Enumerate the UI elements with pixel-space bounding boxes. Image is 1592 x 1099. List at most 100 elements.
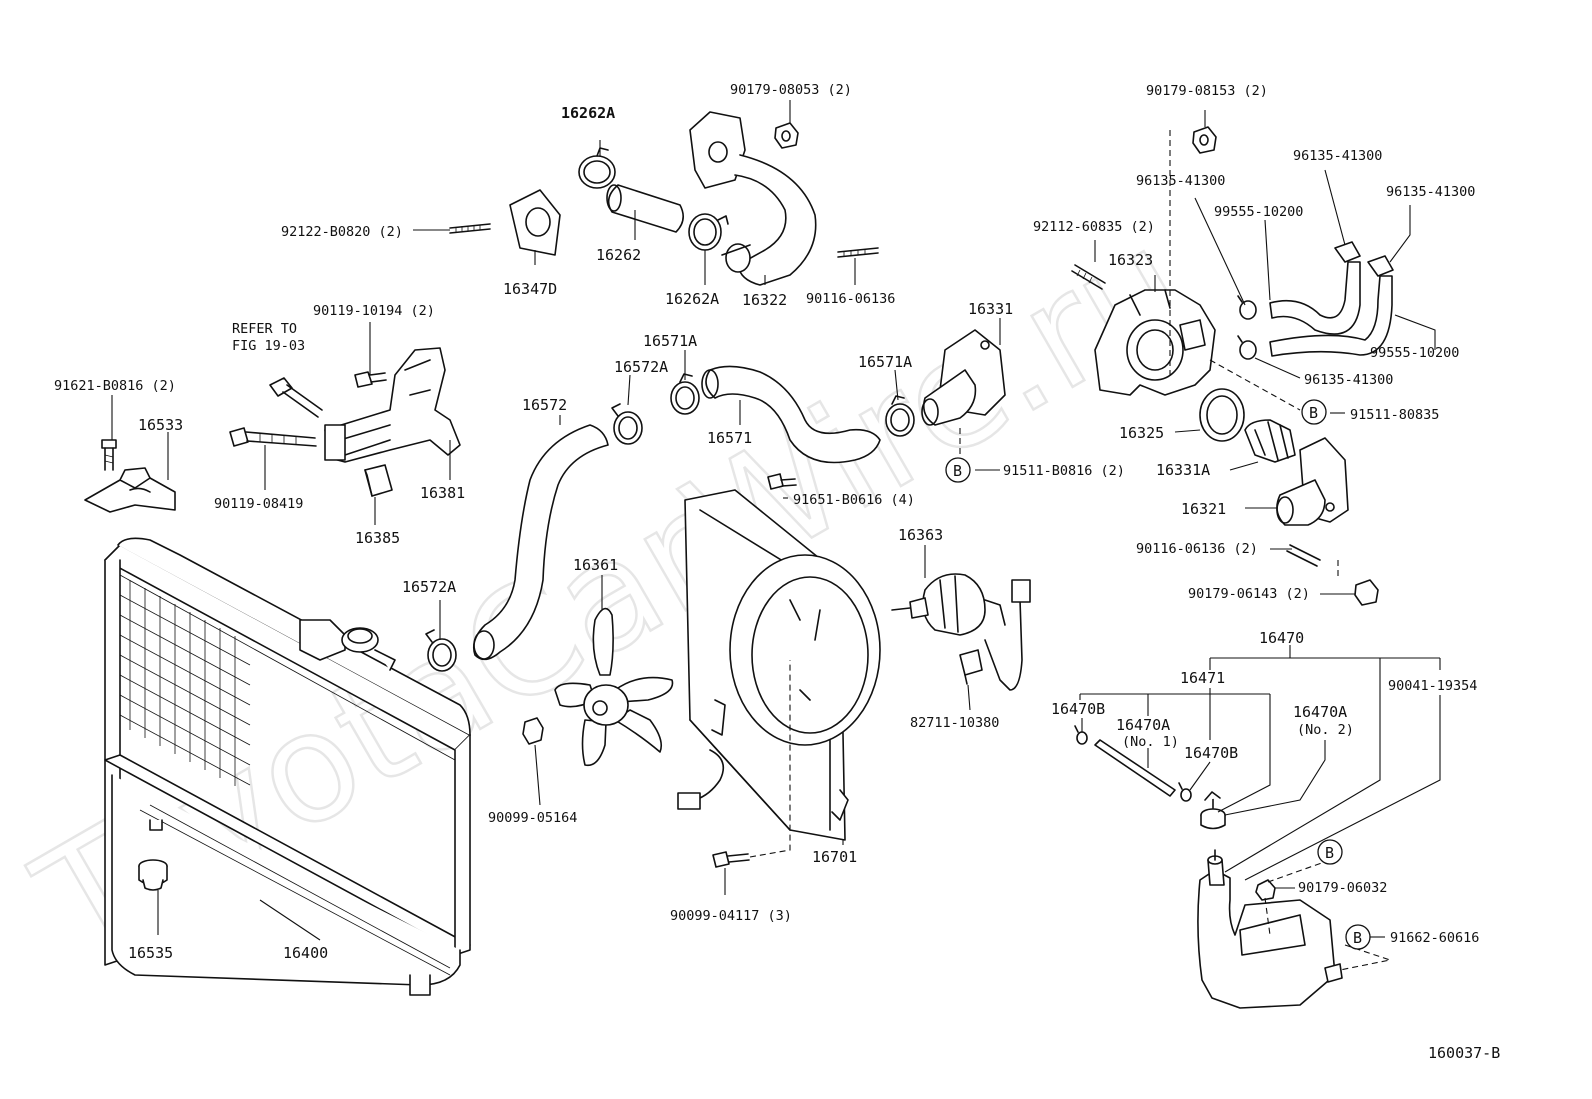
label-96135-41300-c: 96135-41300 — [1386, 184, 1475, 200]
nut-90179-08153 — [1192, 126, 1217, 154]
hose-16470A-no1 — [1094, 739, 1176, 797]
label-16701: 16701 — [812, 848, 857, 866]
clip-16470B-b — [1178, 782, 1192, 802]
pipe-16322 — [689, 111, 817, 286]
label-90041-19354: 90041-19354 — [1388, 678, 1477, 694]
svg-text:B: B — [1353, 929, 1362, 947]
label-16470: 16470 — [1259, 629, 1304, 647]
water-inlet-16323 — [1094, 289, 1216, 396]
label-16470A-no2: 16470A — [1293, 703, 1347, 721]
svg-text:B: B — [1309, 404, 1318, 422]
bolt-90119-08419 — [229, 427, 317, 447]
label-90179-08153: 90179-08153 (2) — [1146, 83, 1268, 99]
label-16331: 16331 — [968, 300, 1013, 318]
label-16470B-b: 16470B — [1184, 744, 1238, 762]
label-16470B-a: 16470B — [1051, 700, 1105, 718]
nut-90179-06032 — [1255, 879, 1276, 901]
label-90119-08419: 90119-08419 — [214, 496, 303, 512]
clamp-16571A-right — [885, 395, 915, 437]
label-82711-10380: 82711-10380 — [910, 715, 999, 731]
label-96135-41300-a: 96135-41300 — [1136, 173, 1225, 189]
svg-text:B: B — [1325, 844, 1334, 862]
note-refer-line2: FIG 19-03 — [232, 338, 305, 354]
note-refer-line1: REFER TO — [232, 321, 297, 337]
clamp-16262A-bottom — [688, 213, 729, 251]
clamp-96135-b — [1237, 335, 1257, 360]
label-16470A-no2-note: (No. 2) — [1297, 722, 1354, 738]
label-16361: 16361 — [573, 556, 618, 574]
label-92122-B0820: 92122-B0820 (2) — [281, 224, 403, 240]
hose-99555-a — [1269, 261, 1361, 335]
nut-90179-08053 — [774, 122, 799, 149]
marker-b-4: B — [1345, 924, 1371, 950]
stud-90116-06136-b — [1286, 544, 1321, 567]
label-16331A: 16331A — [1156, 461, 1210, 479]
label-90116-06136-b: 90116-06136 (2) — [1136, 541, 1258, 557]
label-16262: 16262 — [596, 246, 641, 264]
label-91511-B0816: 91511-B0816 (2) — [1003, 463, 1125, 479]
fan-motor-16363 — [891, 573, 1031, 691]
label-16572: 16572 — [522, 396, 567, 414]
stud-92112 — [1071, 264, 1106, 290]
label-16400: 16400 — [283, 944, 328, 962]
nut-90099-05164 — [522, 717, 544, 745]
gasket-16347D — [509, 189, 561, 256]
hose-16571 — [701, 365, 881, 464]
label-16571A-left: 16571A — [643, 332, 697, 350]
part-labels: 16262A 90179-08053 (2) 92122-B0820 (2) 1… — [54, 82, 1500, 1062]
hose-16262 — [606, 184, 684, 233]
shroud-connector — [677, 749, 725, 810]
label-90099-04117: 90099-04117 (3) — [670, 908, 792, 924]
inlet-16321 — [1276, 437, 1349, 526]
bolt-90119-10194-b — [354, 371, 387, 388]
label-16321: 16321 — [1181, 500, 1226, 518]
bolt-90119-10194-a — [269, 377, 323, 418]
grommet-16535 — [138, 859, 168, 891]
label-90179-06032: 90179-06032 — [1298, 880, 1387, 896]
bracket-16381 — [324, 347, 461, 463]
clamp-16262A-top — [578, 147, 616, 189]
label-16572A-bottom: 16572A — [402, 578, 456, 596]
nut-90179-06143 — [1354, 579, 1379, 606]
label-90116-06136: 90116-06136 — [806, 291, 895, 307]
label-16470A-no1: 16470A — [1116, 716, 1170, 734]
radiator-assembly — [104, 537, 471, 996]
fan-shroud-16701 — [684, 489, 881, 841]
label-16363: 16363 — [898, 526, 943, 544]
leader-lines — [111, 100, 1441, 971]
label-91651-B0616: 91651-B0616 (4) — [793, 492, 915, 508]
block-16385 — [364, 464, 393, 497]
label-16262A-top: 16262A — [561, 104, 615, 122]
label-16533: 16533 — [138, 416, 183, 434]
screw-91651 — [767, 473, 797, 490]
label-90099-05164: 90099-05164 — [488, 810, 577, 826]
gasket-16325 — [1199, 388, 1245, 442]
label-91511-80835: 91511-80835 — [1350, 407, 1439, 423]
thermostat-16331A — [1244, 419, 1296, 463]
bolt-91621 — [101, 439, 117, 471]
clamp-16571A-left — [670, 373, 700, 415]
label-99555-10200-b: 99555-10200 — [1370, 345, 1459, 361]
label-16385: 16385 — [355, 529, 400, 547]
fan-16361 — [554, 607, 674, 767]
label-99555-10200-a: 99555-10200 — [1214, 204, 1303, 220]
label-16325: 16325 — [1119, 424, 1164, 442]
label-16322: 16322 — [742, 291, 787, 309]
label-96135-41300-b: 96135-41300 — [1293, 148, 1382, 164]
label-16323: 16323 — [1108, 251, 1153, 269]
label-16535: 16535 — [128, 944, 173, 962]
clamp-96135-d — [1367, 255, 1394, 277]
svg-text:B: B — [953, 462, 962, 480]
label-91621-B0816: 91621-B0816 (2) — [54, 378, 176, 394]
label-16347D: 16347D — [503, 280, 557, 298]
clamp-82711-10380 — [959, 649, 983, 685]
reservoir-16470 — [1197, 849, 1343, 1009]
figure-code: 160037-B — [1428, 1044, 1500, 1062]
clip-16470B-a — [1074, 725, 1088, 745]
label-16572A-top: 16572A — [614, 358, 668, 376]
label-91662-60616: 91662-60616 — [1390, 930, 1479, 946]
label-16470A-no1-note: (No. 1) — [1122, 734, 1179, 750]
label-90179-08053: 90179-08053 (2) — [730, 82, 852, 98]
